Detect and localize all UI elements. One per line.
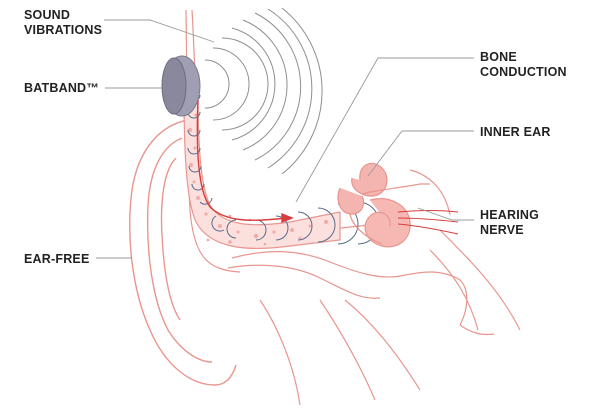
conduction-arrow — [196, 99, 294, 224]
ear-free-label: EAR-FREE — [24, 252, 90, 267]
hearing-nerve-label: HEARING NERVE — [480, 208, 539, 238]
leader-inner-ear — [367, 130, 474, 177]
sound-vibrations-line-1: SOUND — [24, 8, 71, 22]
bone-conduction-waves — [187, 94, 400, 245]
sound-wave-arcs — [204, 7, 323, 175]
batband-device — [161, 55, 201, 117]
bone-conduction-line-2: CONDUCTION — [480, 65, 567, 79]
sound-vibrations-label: SOUND VIBRATIONS — [24, 8, 102, 38]
leader-bone-conduction — [295, 57, 474, 203]
inner-ear-label: INNER EAR — [480, 125, 551, 140]
hearing-nerve-line-2: NERVE — [480, 223, 524, 237]
bone-conduction-line-1: BONE — [480, 50, 517, 64]
ear-canal — [183, 89, 341, 250]
skull-contour — [227, 251, 495, 336]
batband-text: BATBAND™ — [24, 81, 99, 95]
leader-lines — [96, 19, 474, 259]
batband-label: BATBAND™ — [24, 81, 99, 96]
hearing-nerve-line-1: HEARING — [480, 208, 540, 222]
sound-vibrations-line-2: VIBRATIONS — [24, 23, 103, 37]
leader-sound-vibrations — [104, 19, 215, 43]
bone-conduction-label: BONE CONDUCTION — [480, 50, 567, 80]
inner-ear — [337, 162, 430, 248]
vibration-dots — [187, 98, 328, 246]
outer-ear — [129, 119, 237, 386]
hearing-nerve — [397, 210, 459, 235]
inner-ear-text: INNER EAR — [480, 125, 551, 139]
leader-hearing-nerve — [417, 207, 474, 221]
ear-free-text: EAR-FREE — [24, 252, 90, 266]
